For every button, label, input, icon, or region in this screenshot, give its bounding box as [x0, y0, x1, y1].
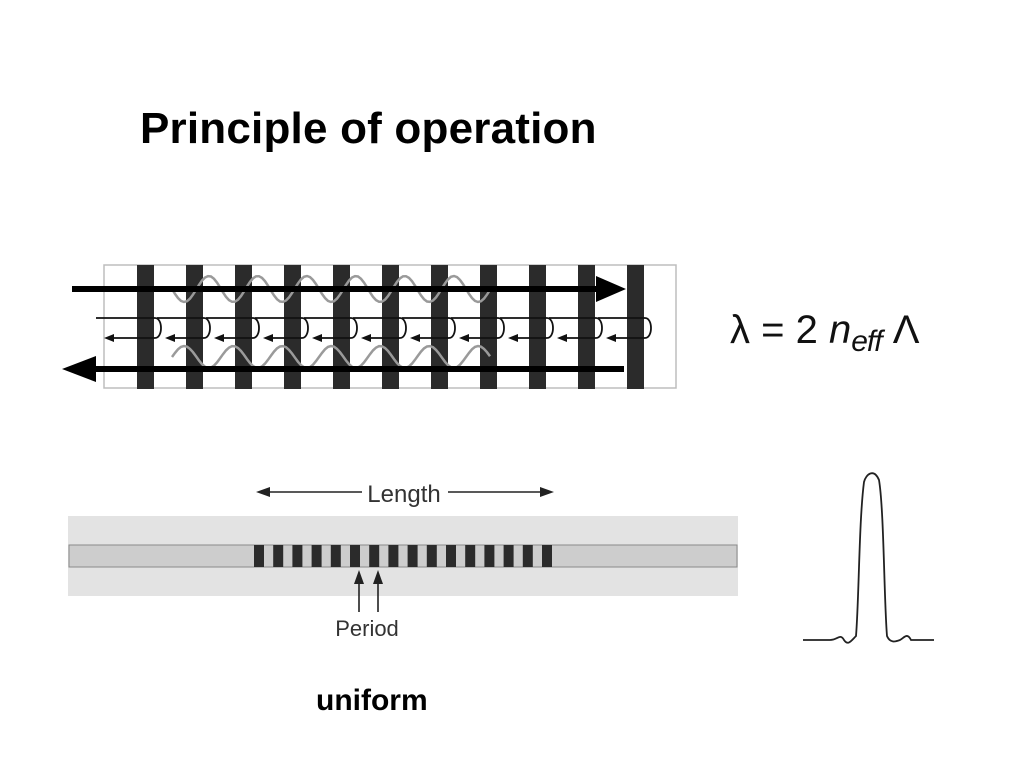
grating-bar	[480, 265, 497, 389]
grating-bar	[578, 265, 595, 389]
factor-two: 2	[795, 308, 818, 352]
reflection-hook-arrowhead	[508, 334, 518, 342]
grating-period-mark	[522, 545, 533, 567]
grating-period-mark	[542, 545, 552, 567]
reflection-hook	[598, 317, 652, 342]
reflection-hook-arrowhead	[410, 334, 420, 342]
reflection-hook-arrowhead	[214, 334, 224, 342]
reflection-hook-path	[206, 317, 260, 339]
reflection-hook-path	[157, 317, 211, 339]
grating-period-mark	[465, 545, 476, 567]
grating-bar	[529, 265, 546, 389]
reflection-hook	[96, 317, 162, 342]
reflection-hook-arrowhead	[361, 334, 371, 342]
grating-bar	[137, 265, 154, 389]
fiber-core	[68, 544, 738, 568]
grating-period-mark	[503, 545, 514, 567]
n-symbol: n	[828, 308, 852, 352]
length-arrowhead-right	[540, 487, 554, 497]
forward-wave	[170, 274, 492, 304]
reflection-hook	[255, 317, 309, 342]
n-subscript: eff	[851, 325, 882, 358]
reflection-hook	[402, 317, 456, 342]
grating-period-mark	[369, 545, 380, 567]
length-label: Length	[367, 481, 440, 508]
reflection-hook-arrowhead	[312, 334, 322, 342]
grating-period-mark	[484, 545, 495, 567]
incident-arrowhead	[596, 276, 626, 302]
reflection-hook	[451, 317, 505, 342]
reflection-hook	[157, 317, 211, 342]
reflected-arrowhead	[62, 356, 96, 382]
reflection-hook-path	[451, 317, 505, 339]
reflection-hook-path	[353, 317, 407, 339]
grating-period-mark	[311, 545, 322, 567]
reflection-hook-path	[598, 317, 652, 339]
period-symbol: Λ	[892, 308, 920, 352]
reflection-hook-path	[96, 317, 162, 339]
grating-period-marks	[254, 545, 552, 567]
period-arrowhead-2	[373, 570, 383, 584]
reflection-hook-arrowhead	[459, 334, 469, 342]
reflection-hook-path	[304, 317, 358, 339]
reflection-hook-arrowhead	[165, 334, 175, 342]
reflection-spectrum-curve	[803, 472, 934, 644]
period-arrowhead-1	[354, 570, 364, 584]
reflection-hook	[353, 317, 407, 342]
equals-sign: =	[761, 308, 785, 352]
backward-wave	[170, 344, 492, 370]
reflection-hook-path	[402, 317, 456, 339]
lambda-symbol: λ	[730, 308, 750, 352]
grating-period-mark	[292, 545, 303, 567]
reflection-hook	[206, 317, 260, 342]
reflection-hook-path	[500, 317, 554, 339]
length-arrowhead-left	[256, 487, 270, 497]
reflection-hook	[500, 317, 554, 342]
reflection-hook	[304, 317, 358, 342]
reflection-hook-path	[549, 317, 603, 339]
grating-period-mark	[330, 545, 341, 567]
grating-type-caption: uniform	[316, 684, 428, 717]
reflection-hook	[549, 317, 603, 342]
reflection-hook-arrowhead	[104, 334, 114, 342]
grating-period-mark	[407, 545, 418, 567]
reflection-hook-arrowhead	[263, 334, 273, 342]
grating-period-mark	[273, 545, 284, 567]
reflection-hook-arrowhead	[606, 334, 616, 342]
grating-period-mark	[350, 545, 360, 567]
bragg-formula: λ = 2 neff Λ	[730, 308, 920, 358]
grating-period-mark	[388, 545, 399, 567]
grating-bar	[627, 265, 644, 389]
reflection-arrows	[96, 317, 652, 342]
slide-title: Principle of operation	[140, 104, 597, 153]
reflection-hook-path	[255, 317, 309, 339]
grating-period-mark	[254, 545, 264, 567]
grating-period-mark	[426, 545, 437, 567]
wave-paths	[170, 274, 492, 370]
grating-period-mark	[446, 545, 456, 567]
reflection-hook-arrowhead	[557, 334, 567, 342]
period-label: Period	[335, 616, 399, 641]
